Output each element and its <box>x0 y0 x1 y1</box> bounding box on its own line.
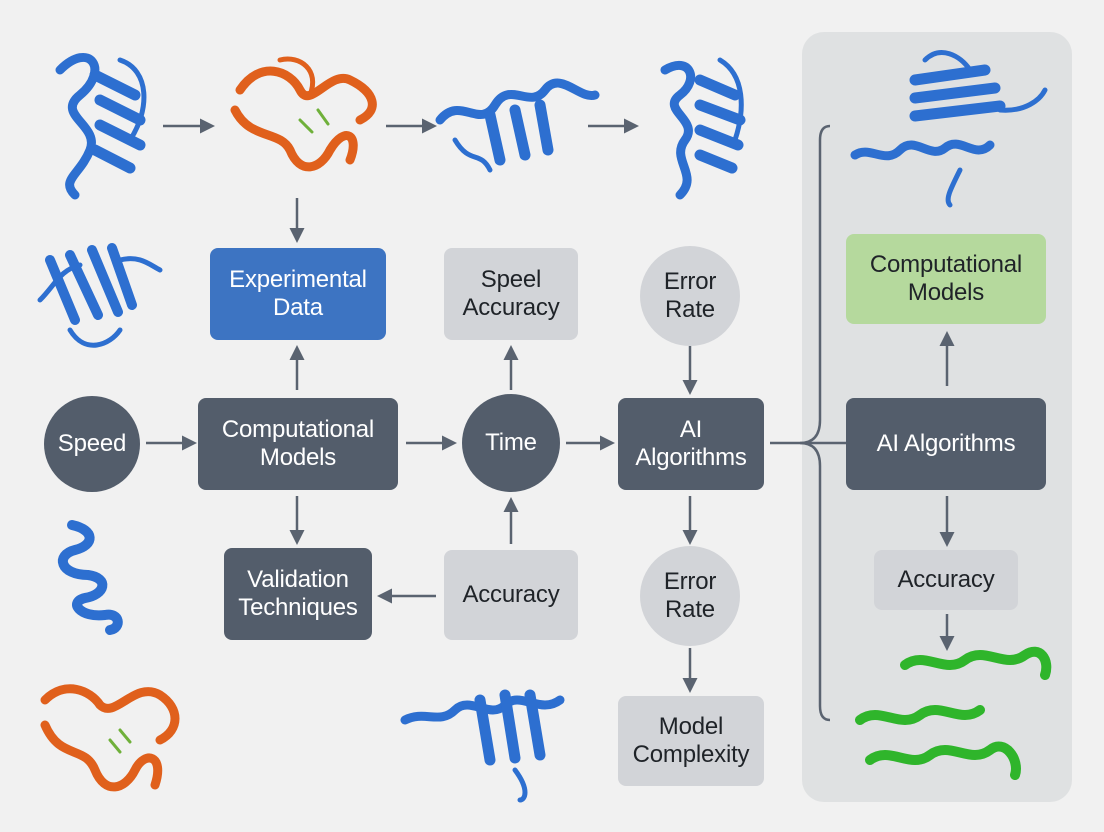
model-complexity-node: Model Complexity <box>618 696 764 786</box>
protein-structure-blue-icon <box>55 53 147 200</box>
accuracy-panel-node: Accuracy <box>874 550 1018 610</box>
error-rate-bottom-node: Error Rate <box>640 546 740 646</box>
protein-structure-orange-icon <box>40 684 180 792</box>
computational-models-node: Computational Models <box>198 398 398 490</box>
ai-algorithms-node: AI Algorithms <box>618 398 764 490</box>
protein-structure-blue-icon <box>57 520 123 635</box>
ai-algorithms-panel-node: AI Algorithms <box>846 398 1046 490</box>
protein-structure-orange-icon <box>230 56 377 172</box>
accuracy-center-node: Accuracy <box>444 550 578 640</box>
experimental-data-node: Experimental Data <box>210 248 386 340</box>
protein-structure-blue-icon <box>660 57 746 200</box>
panel-bracket <box>799 124 831 722</box>
speel-accuracy-node: Speel Accuracy <box>444 248 578 340</box>
protein-structure-blue-icon <box>435 78 600 173</box>
protein-structure-green-icon <box>855 646 1052 780</box>
protein-structure-blue-icon <box>37 243 163 348</box>
protein-structure-blue-icon <box>850 50 1048 208</box>
error-rate-top-node: Error Rate <box>640 246 740 346</box>
validation-techniques-node: Validation Techniques <box>224 548 372 640</box>
time-node: Time <box>462 394 560 492</box>
computational-models-panel-node: Computational Models <box>846 234 1046 324</box>
protein-structure-blue-icon <box>400 689 565 803</box>
speed-node: Speed <box>44 396 140 492</box>
